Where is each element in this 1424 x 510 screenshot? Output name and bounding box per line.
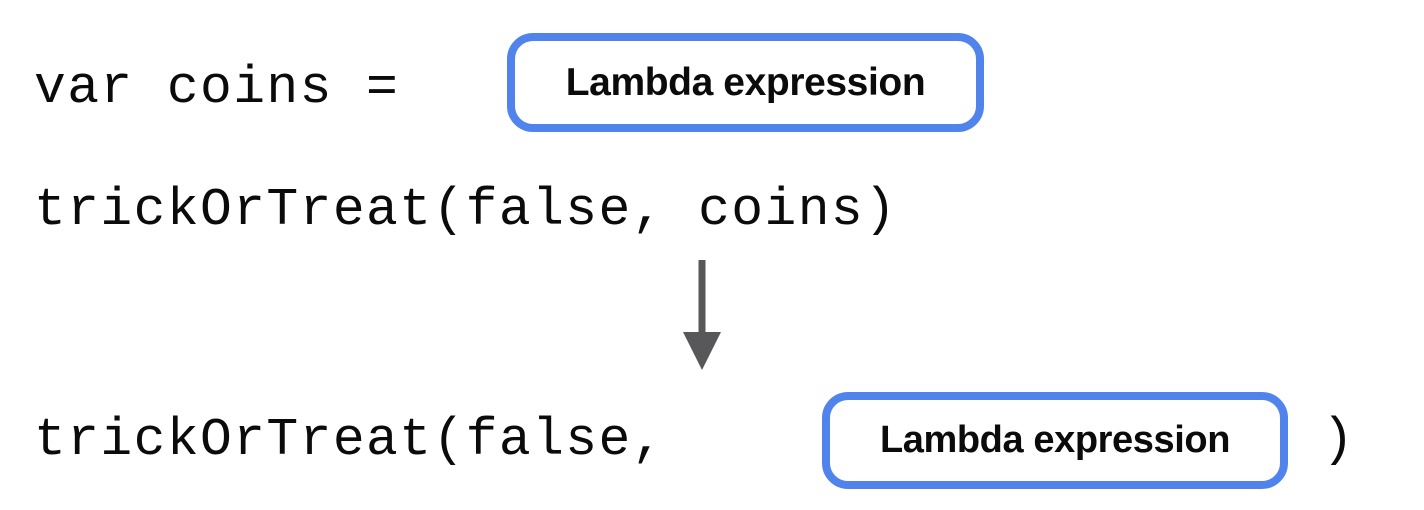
lambda-expression-chip-argument-label: Lambda expression bbox=[879, 419, 1231, 461]
code-line-assignment: var coins = bbox=[34, 58, 433, 118]
downward-transform-arrow-icon bbox=[683, 260, 721, 370]
code-line-call-inlined-prefix: trickOrTreat(false, bbox=[34, 410, 699, 470]
code-line-call-with-variable: trickOrTreat(false, coins) bbox=[34, 180, 898, 240]
code-line-call-inlined-suffix: ) bbox=[1322, 410, 1356, 470]
lambda-expression-chip-assignment[interactable]: Lambda expression bbox=[507, 33, 984, 132]
lambda-expression-chip-assignment-label: Lambda expression bbox=[565, 60, 926, 104]
lambda-expression-chip-argument[interactable]: Lambda expression bbox=[822, 392, 1288, 489]
downward-transform-arrow bbox=[662, 258, 742, 376]
